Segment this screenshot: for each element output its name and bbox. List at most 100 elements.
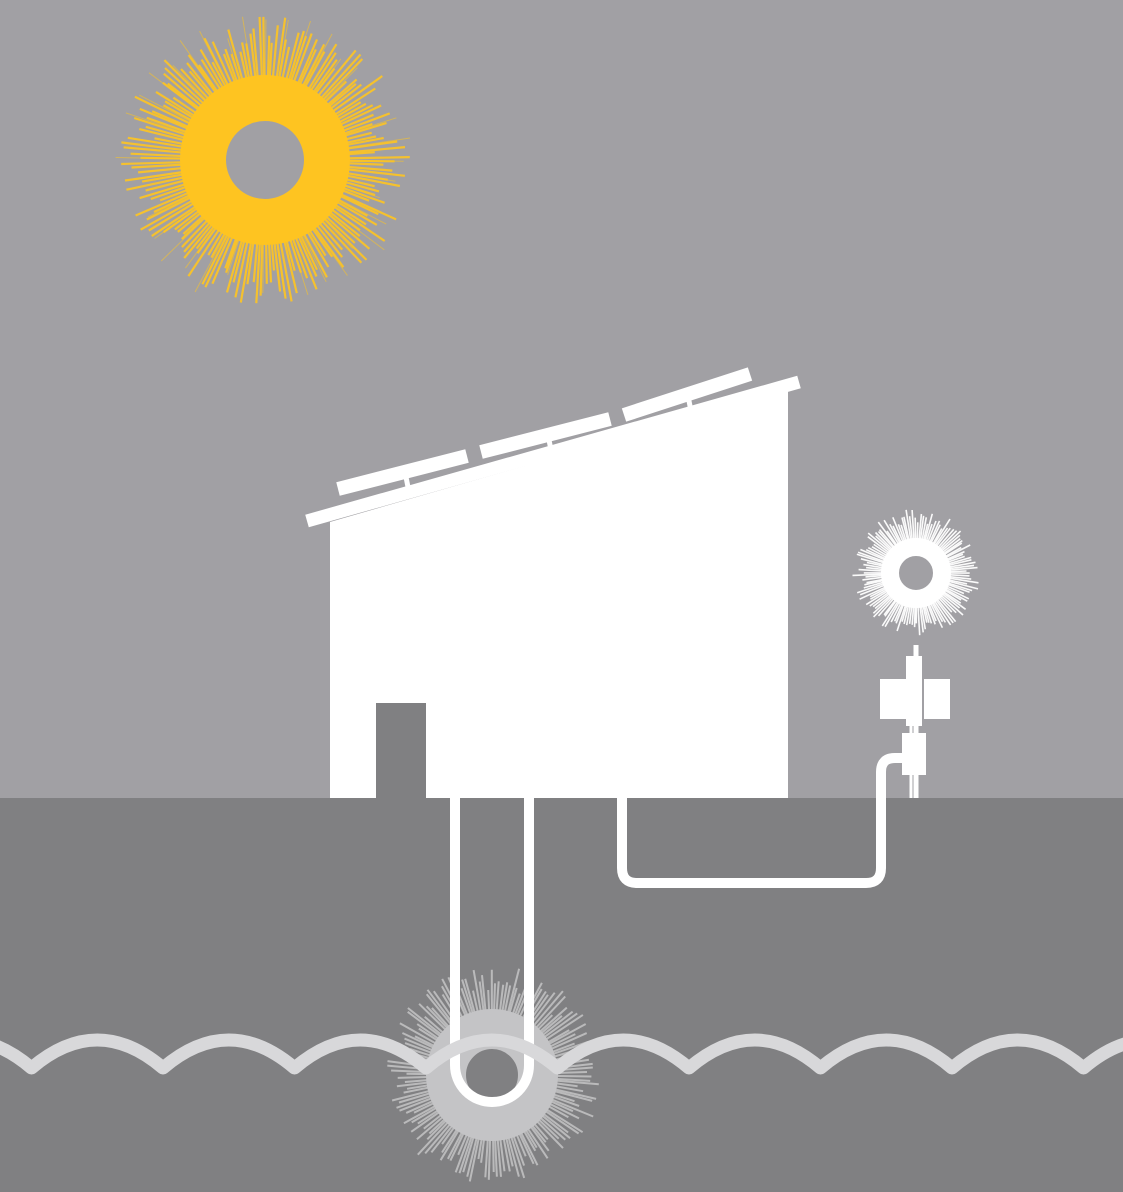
- ray: [180, 68, 212, 102]
- ray: [332, 210, 385, 251]
- ray: [126, 175, 188, 191]
- ray: [928, 599, 944, 629]
- ray: [859, 584, 890, 600]
- ray: [860, 548, 889, 563]
- ray: [242, 16, 253, 77]
- ray: [348, 137, 411, 148]
- ray: [458, 1131, 475, 1174]
- ray: [258, 16, 264, 81]
- ray: [418, 1003, 450, 1034]
- ray: [227, 240, 240, 275]
- ray: [277, 39, 287, 82]
- ray: [174, 208, 203, 231]
- ray: [315, 58, 342, 93]
- ray: [282, 237, 298, 294]
- ground-heat-glow-icon: [387, 968, 599, 1182]
- ray: [172, 96, 200, 116]
- ray: [148, 200, 198, 232]
- ray: [210, 229, 228, 259]
- ray: [945, 566, 978, 572]
- ray: [896, 601, 908, 632]
- ray: [439, 1125, 462, 1161]
- ray: [135, 172, 182, 181]
- ray: [859, 583, 889, 596]
- ray: [310, 59, 338, 96]
- ray: [167, 82, 203, 112]
- ray: [309, 225, 334, 258]
- ray: [342, 177, 375, 188]
- ray: [154, 137, 187, 146]
- ray: [130, 152, 186, 158]
- house-roof: [305, 375, 801, 528]
- ray: [181, 214, 208, 240]
- ray: [148, 72, 198, 110]
- solar-panel: [621, 367, 753, 422]
- ray: [284, 32, 300, 83]
- ray: [199, 30, 227, 85]
- ray: [316, 219, 344, 251]
- ray: [276, 244, 285, 292]
- ray: [179, 40, 217, 91]
- ray: [163, 59, 210, 105]
- ray: [492, 1134, 495, 1173]
- ray: [135, 190, 192, 217]
- ray: [196, 224, 219, 254]
- ray: [325, 83, 357, 110]
- ray: [291, 33, 313, 86]
- ray: [331, 202, 367, 226]
- ray: [318, 217, 363, 264]
- ray: [262, 244, 265, 294]
- fan-blade-right: [924, 679, 950, 719]
- ray: [398, 1091, 435, 1104]
- ray: [545, 1100, 580, 1120]
- ray: [341, 180, 380, 193]
- ray: [227, 38, 241, 79]
- ray: [187, 226, 222, 277]
- ray: [131, 163, 186, 169]
- ray: [324, 78, 358, 109]
- ray: [145, 125, 189, 140]
- ray: [308, 52, 337, 94]
- ray: [344, 156, 410, 160]
- ray: [325, 211, 371, 250]
- ray: [211, 61, 229, 91]
- ray: [159, 187, 191, 202]
- ray: [336, 104, 382, 127]
- ray: [293, 233, 318, 290]
- ray: [939, 590, 967, 610]
- ray: [224, 48, 240, 86]
- ray: [203, 37, 231, 89]
- house-icon: [305, 375, 801, 798]
- ray: [160, 218, 205, 262]
- ray: [340, 183, 376, 197]
- ray: [287, 30, 305, 84]
- ray: [153, 192, 194, 213]
- ray: [315, 49, 357, 100]
- ray: [278, 238, 293, 302]
- ray: [337, 191, 397, 221]
- ray: [319, 58, 364, 104]
- ray: [187, 54, 219, 96]
- ray: [164, 67, 207, 107]
- ray: [511, 1131, 526, 1166]
- ray: [324, 67, 358, 101]
- ray: [391, 1088, 435, 1102]
- ray: [234, 237, 250, 298]
- ray: [396, 1093, 436, 1109]
- ray: [343, 136, 384, 147]
- solar-panel-bracket: [402, 471, 411, 488]
- ray: [529, 990, 564, 1030]
- ray: [194, 234, 226, 293]
- ray: [138, 94, 190, 122]
- ray: [407, 1010, 445, 1040]
- ray: [230, 53, 242, 85]
- ray: [134, 95, 194, 126]
- ray: [301, 230, 328, 278]
- ray: [302, 51, 326, 91]
- ray: [464, 978, 477, 1018]
- ray: [155, 90, 198, 119]
- ray: [200, 59, 224, 93]
- ray: [150, 184, 190, 201]
- ray: [224, 234, 239, 269]
- ray: [333, 82, 372, 111]
